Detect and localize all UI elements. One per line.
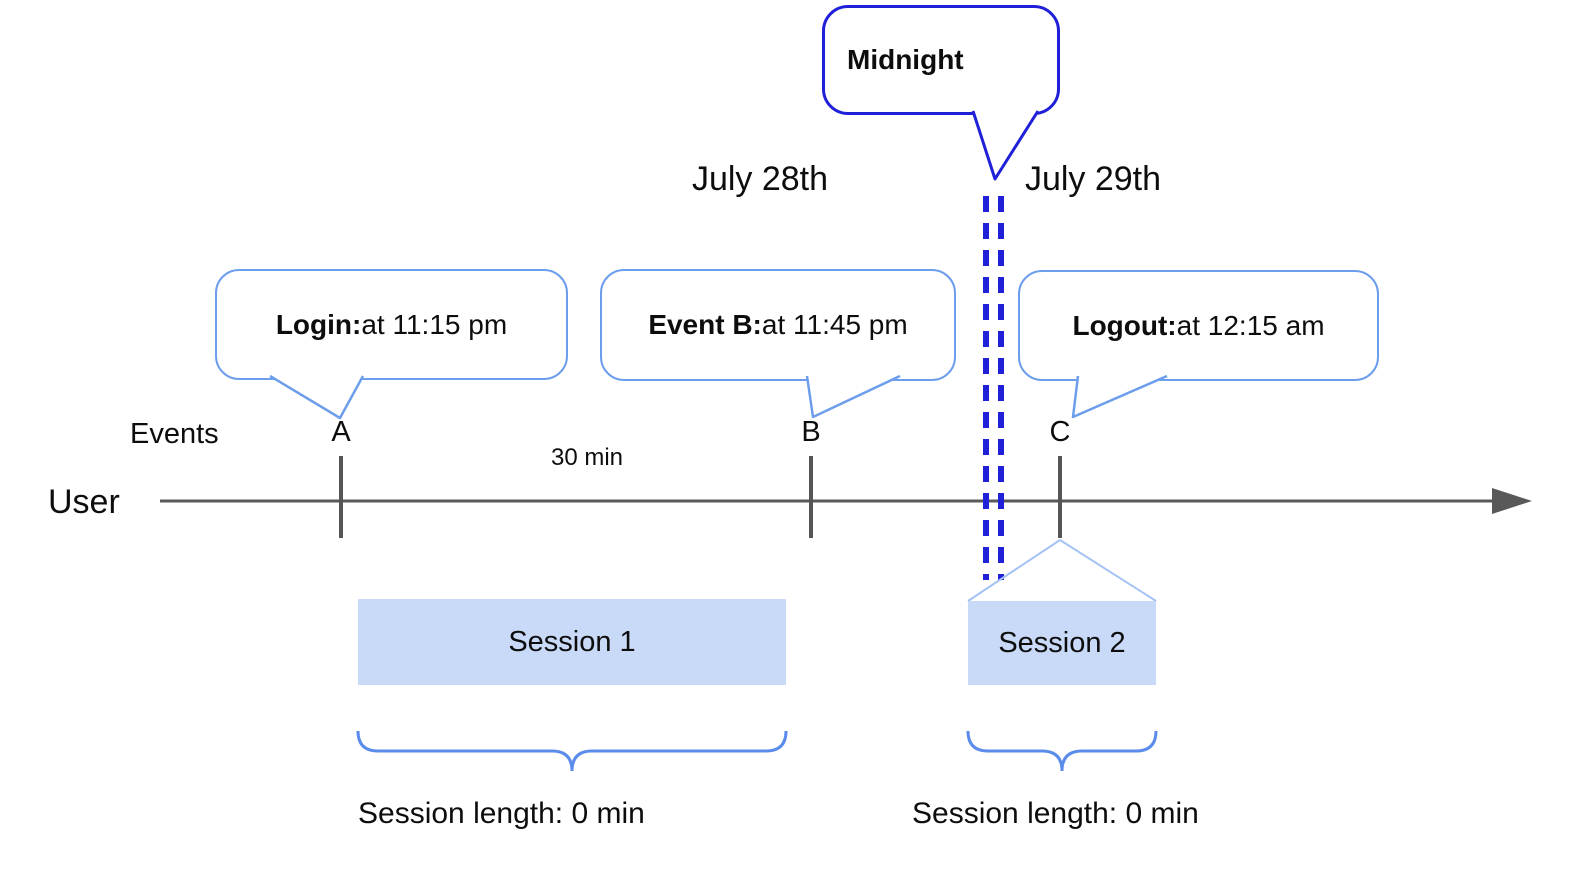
date-label-july-29: July 29th bbox=[1024, 160, 1162, 198]
session-1-brace bbox=[356, 730, 788, 772]
session-1-label: Session 1 bbox=[508, 625, 636, 658]
event-b-bubble-tail bbox=[805, 374, 901, 419]
session-2-label: Session 2 bbox=[998, 626, 1126, 659]
login-callout-bubble: Login: at 11:15 pm bbox=[215, 269, 568, 380]
date-label-july-28: July 28th bbox=[691, 160, 829, 198]
midnight-callout-bubble: Midnight bbox=[822, 5, 1060, 115]
midnight-callout-label: Midnight bbox=[847, 44, 964, 75]
event-b-callout-detail: at 11:45 pm bbox=[761, 309, 908, 340]
session-2-length-label: Session length: 0 min bbox=[912, 797, 1199, 830]
session-2-box: Session 2 bbox=[968, 601, 1156, 685]
session-1-box: Session 1 bbox=[358, 599, 786, 685]
session-1-length-label: Session length: 0 min bbox=[358, 797, 645, 830]
event-marker-a: A bbox=[331, 416, 351, 448]
user-axis-label: User bbox=[48, 483, 120, 521]
logout-callout-detail: at 12:15 am bbox=[1176, 309, 1325, 341]
interval-label: 30 min bbox=[550, 444, 624, 471]
session-2-funnel-right-line bbox=[1059, 539, 1157, 602]
event-marker-c: C bbox=[1049, 416, 1071, 448]
session-2-funnel-left-line bbox=[967, 539, 1061, 602]
event-b-callout-title: Event B: bbox=[648, 309, 762, 340]
logout-callout-title: Logout: bbox=[1072, 309, 1177, 341]
event-b-callout-bubble: Event B: at 11:45 pm bbox=[600, 269, 956, 381]
timeline-arrowhead-icon bbox=[1492, 488, 1532, 514]
session-2-brace bbox=[966, 730, 1158, 772]
logout-callout-bubble: Logout: at 12:15 am bbox=[1018, 270, 1379, 381]
event-marker-b: B bbox=[801, 416, 821, 448]
login-bubble-tail bbox=[269, 374, 365, 420]
events-axis-label: Events bbox=[130, 418, 219, 450]
login-callout-detail: at 11:15 pm bbox=[361, 308, 508, 340]
login-callout-title: Login: bbox=[275, 308, 362, 340]
logout-bubble-tail bbox=[1071, 374, 1168, 419]
